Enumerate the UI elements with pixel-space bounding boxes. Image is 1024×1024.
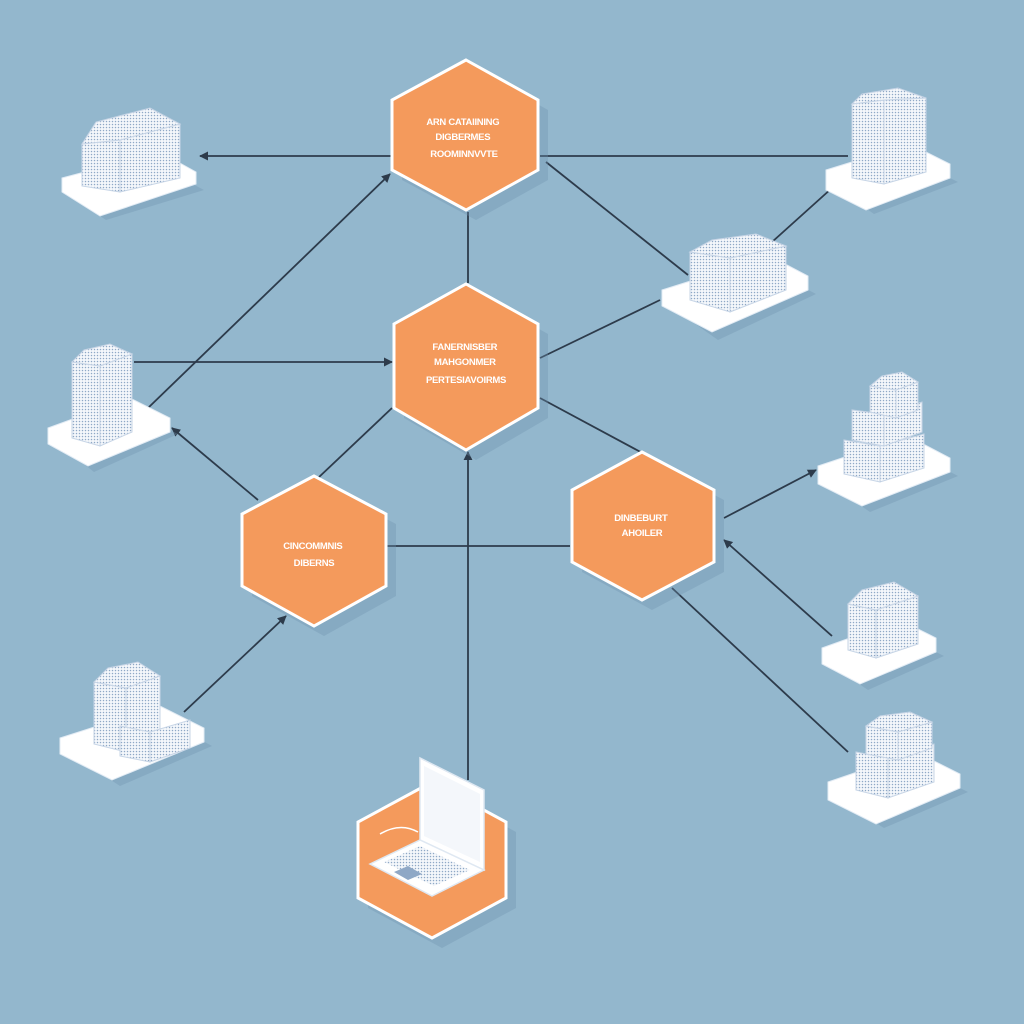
server-rack-icon xyxy=(92,661,191,763)
link-right-hub-to-server-bottom-right xyxy=(671,587,849,753)
hub-left-line-1: CINCOMMNIS xyxy=(283,541,342,552)
server-top-right xyxy=(825,87,958,214)
laptop-icon xyxy=(368,756,486,897)
hub-top-line-3: ROOMINNVVTE xyxy=(430,149,497,160)
link-right-hub-to-server-right-stack xyxy=(723,469,817,519)
hub-center-line-1: FANERNISBER xyxy=(432,342,497,353)
server-bottom-right xyxy=(827,711,968,828)
hub-center-line-3: PERTESIAVOIRMS xyxy=(426,375,506,386)
link-right-hub-to-server-right-lower xyxy=(723,539,833,637)
svg-text:CINCOMMNIS DIBERNS: CINCOMMNIS DIBERNS xyxy=(283,541,345,569)
hub-right: DINBEBURT AHOILER xyxy=(570,450,724,610)
server-left xyxy=(47,343,178,472)
hub-center-line-2: MAHGONMER xyxy=(434,357,496,368)
server-right-lower xyxy=(821,581,944,690)
laptop-terminal xyxy=(356,756,516,948)
hub-top: ARN CATAIINING DIGBERMES ROOMINNVVTE xyxy=(390,58,548,220)
link-server-top-right-to-server-mid-right xyxy=(771,187,833,243)
hub-right-line-1: DINBEBURT xyxy=(614,513,668,524)
link-server-left-to-top xyxy=(147,173,391,409)
svg-text:FANERNISBER MAHGONMER: FANERNISBER MAHGONMER PERTESIAVOIRMS xyxy=(426,342,506,386)
server-rack-icon xyxy=(688,233,788,313)
link-left-hub-to-server-bottom-left xyxy=(183,615,287,713)
server-mid-right xyxy=(661,233,816,340)
link-center-to-server-mid-right xyxy=(539,299,661,359)
hub-top-line-2: DIGBERMES xyxy=(435,132,490,143)
hub-left: CINCOMMNIS DIBERNS xyxy=(240,474,396,636)
server-rack-icon xyxy=(81,107,182,193)
hub-top-line-1: ARN CATAIINING xyxy=(426,117,499,128)
server-top-left xyxy=(61,107,204,220)
svg-text:DINBEBURT AHOILER: DINBEBURT AHOILER xyxy=(614,513,670,539)
server-rack-icon xyxy=(850,87,927,185)
server-rack-icon xyxy=(855,711,935,799)
hub-left-line-2: DIBERNS xyxy=(294,558,335,569)
hub-center: FANERNISBER MAHGONMER PERTESIAVOIRMS xyxy=(392,282,548,460)
server-bottom-left xyxy=(59,661,212,786)
svg-text:ARN CATAIINING DIGBERM: ARN CATAIINING DIGBERMES ROOMINNVVTE xyxy=(426,117,501,160)
hub-right-line-2: AHOILER xyxy=(622,528,663,539)
link-center-to-left-hub xyxy=(317,407,393,479)
link-server-left-to-left-hub xyxy=(171,427,259,501)
server-rack-icon xyxy=(70,343,134,447)
connection-lines xyxy=(134,151,849,780)
server-rack-icon xyxy=(846,581,920,659)
link-top-to-server-mid-right xyxy=(545,161,689,276)
server-right-stack xyxy=(817,371,958,512)
server-rack-icon xyxy=(843,371,925,483)
link-center-to-right-hub xyxy=(539,397,649,457)
